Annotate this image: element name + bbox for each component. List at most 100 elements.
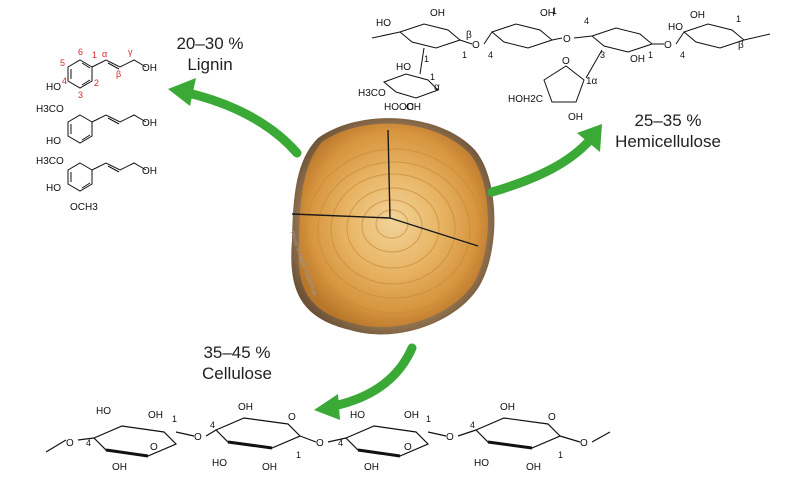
hemi-ring-side-2 — [543, 65, 585, 103]
wood-heartwood — [298, 123, 488, 328]
hemi-pos-3: 1 — [552, 6, 557, 16]
hemi-pos-7: 4 — [680, 50, 685, 60]
lignin-num-4: 4 — [62, 76, 67, 86]
hemi-oh-1: OH — [430, 8, 445, 19]
cellulose-o-ring-1: O — [150, 442, 158, 453]
hemi-one-alpha: 1α — [586, 76, 598, 87]
hemi-oh-2: OH — [540, 8, 555, 19]
cellulose-oh-3: OH — [238, 402, 253, 413]
lignin-chain-3 — [91, 162, 147, 171]
lignin-percent: 20–30 % — [176, 34, 244, 53]
cellulose-percent: 35–45 % — [203, 343, 271, 362]
hemi-oh-4: OH — [690, 10, 705, 21]
cellulose-oh-4: OH — [262, 462, 277, 473]
cellulose-o-ring-2: O — [288, 412, 296, 423]
hemi-hoh2c: HOH2C — [508, 94, 543, 105]
lignin-methoxy-3b: OCH3 — [70, 202, 98, 213]
lignin-name: Lignin — [187, 55, 233, 74]
hemi-oh-3: OH — [630, 54, 645, 65]
hemi-pos-2: 4 — [488, 50, 493, 60]
hemicellulose-percent: 25–35 % — [634, 111, 702, 130]
lignin-oh-3: OH — [142, 166, 157, 177]
hemi-pos-4: 4 — [584, 16, 589, 26]
cellulose-o-link-2: O — [194, 432, 202, 443]
cellulose-oh-1: OH — [148, 410, 163, 421]
lignin-num-2: 2 — [94, 78, 99, 88]
lignin-chain-1 — [91, 59, 147, 68]
hemi-o-2: O — [563, 34, 571, 45]
lignin-num-3: 3 — [78, 90, 83, 100]
arrow-head-lignin — [168, 78, 196, 106]
hemi-oh-side: OH — [406, 102, 421, 113]
arrow-to-cellulose — [329, 343, 417, 411]
lignin-ho-2: HO — [46, 136, 61, 147]
hemi-beta-1: β — [466, 30, 472, 41]
hemicellulose-name: Hemicellulose — [615, 132, 721, 151]
cellulose-oh-2: OH — [112, 462, 127, 473]
lignin-label: 20–30 % Lignin — [160, 33, 260, 75]
arrow-to-lignin — [183, 88, 302, 158]
arrow-to-hemicellulose — [487, 135, 595, 197]
cellulose-name: Cellulose — [202, 364, 272, 383]
cellulose-oh-6: OH — [364, 462, 379, 473]
cellulose-label: 35–45 % Cellulose — [187, 342, 287, 384]
lignin-methoxy-3a: H3CO — [36, 156, 64, 167]
cellulose-o-link-4: O — [446, 432, 454, 443]
hemi-h3co: H3CO — [358, 88, 386, 99]
cellulose-pos-5: 4 — [338, 438, 343, 448]
cellulose-pos-2: 1 — [172, 414, 177, 424]
cellulose-pos-4: 1 — [296, 450, 301, 460]
lignin-num-1: 1 — [92, 50, 97, 60]
wood-division-lines — [291, 129, 479, 247]
hemi-pos-1: 1 — [462, 50, 467, 60]
hemi-hooc: HOOC — [384, 102, 414, 113]
hemi-ho-side: HO — [396, 62, 411, 73]
hemi-side-num-1: 1 — [430, 72, 435, 82]
lignin-num-6: 6 — [78, 47, 83, 57]
lignin-num-5: 5 — [60, 58, 65, 68]
hemi-alpha: α — [434, 82, 440, 93]
cellulose-o-link-5: O — [580, 438, 588, 449]
lignin-chain-beta: β — [116, 69, 121, 79]
cellulose-pos-7: 4 — [470, 420, 475, 430]
lignin-ho-3: HO — [46, 183, 61, 194]
lignin-chain-2 — [91, 114, 147, 123]
cellulose-o-ring-4: O — [548, 412, 556, 423]
hemi-pos-5: 3 — [600, 50, 605, 60]
cellulose-pos-3: 4 — [210, 420, 215, 430]
cellulose-pos-1: 4 — [86, 438, 91, 448]
hemi-ho-1: HO — [376, 18, 391, 29]
lignin-oh-2: OH — [142, 118, 157, 129]
cellulose-pos-8: 1 — [558, 450, 563, 460]
cellulose-o-link-1: O — [66, 438, 74, 449]
cellulose-ho-2: HO — [212, 458, 227, 469]
cellulose-oh-7: OH — [500, 402, 515, 413]
lignin-ho-1: HO — [46, 82, 61, 93]
cellulose-pos-6: 1 — [426, 414, 431, 424]
hemicellulose-label: 25–35 % Hemicellulose — [608, 110, 728, 152]
hemi-ho-2: HO — [668, 22, 683, 33]
hemi-oh-side2: OH — [568, 112, 583, 123]
cellulose-o-link-3: O — [316, 438, 324, 449]
cellulose-ho-1: HO — [96, 406, 111, 417]
hemi-o-side: O — [562, 56, 570, 67]
hemi-ring-side-1 — [383, 73, 439, 99]
cellulose-ho-4: HO — [474, 458, 489, 469]
hemi-pos-8: 1 — [736, 14, 741, 24]
lignin-chain-gamma: γ — [128, 47, 133, 57]
hemi-o-1: O — [472, 40, 480, 51]
lignin-chain-alpha: α — [102, 49, 107, 59]
hemi-pos-6: 1 — [648, 50, 653, 60]
cellulose-oh-5: OH — [404, 410, 419, 421]
lignin-methoxy-2: H3CO — [36, 104, 64, 115]
arrow-head-cellulose — [314, 394, 340, 420]
cellulose-oh-8: OH — [526, 462, 541, 473]
hemi-side-num-2: 1 — [424, 54, 429, 64]
wood-growth-rings — [305, 148, 483, 314]
cellulose-o-ring-3: O — [404, 442, 412, 453]
